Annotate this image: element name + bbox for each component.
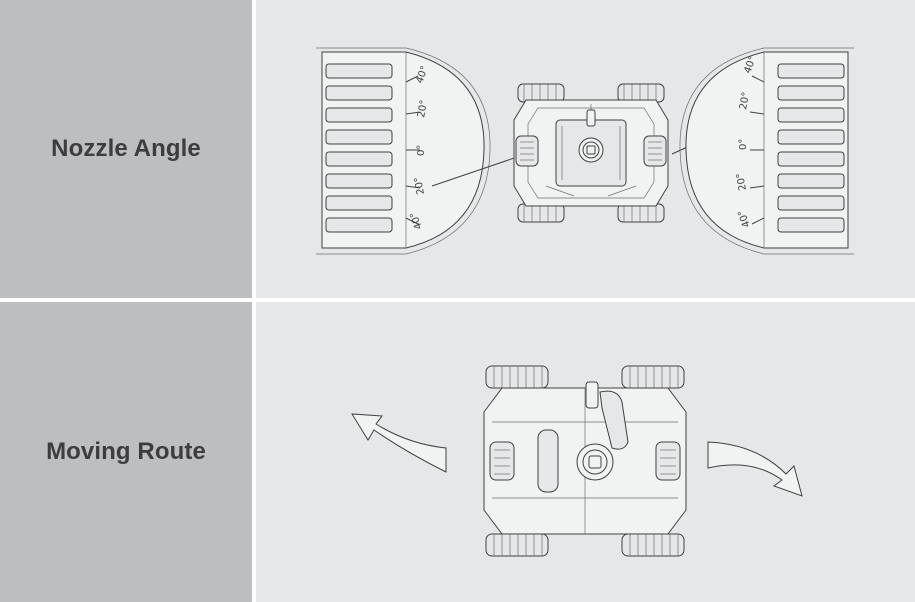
right-scale-center: 0° (738, 139, 749, 150)
left-angle-marks (405, 75, 421, 225)
nozzle-angle-illustration: 40° 20° 0° 20° 40° (256, 0, 915, 298)
right-grill-bars (777, 63, 845, 233)
left-scale-lower: 20° (413, 176, 427, 195)
right-scale-upper: 20° (738, 91, 752, 110)
right-scale-lower: 20° (735, 172, 749, 191)
right-angle-marks (749, 75, 765, 225)
moving-route-label-cell: Moving Route (0, 302, 252, 602)
moving-route-illustration (256, 302, 915, 602)
left-scale-center: 0° (416, 145, 427, 156)
left-scale-upper: 20° (416, 99, 430, 118)
right-nozzle-zoom: 40° 20° 0° 20° 40° (679, 47, 854, 255)
nozzle-angle-label: Nozzle Angle (51, 135, 201, 162)
curved-arrow-right-icon (707, 441, 803, 497)
left-nozzle-zoom: 40° 20° 0° 20° 40° (316, 47, 491, 255)
moving-route-label: Moving Route (46, 438, 206, 465)
nozzle-angle-diagram: 40° 20° 0° 20° 40° (316, 47, 854, 255)
moving-route-row: Moving Route (0, 302, 915, 602)
nozzle-angle-row: Nozzle Angle (0, 0, 915, 298)
moving-route-diagram (351, 365, 803, 557)
robot-top-view-icon (513, 83, 669, 223)
left-grill-bars (325, 63, 393, 233)
robot-route-view-icon (483, 365, 687, 557)
curved-arrow-left-icon (351, 413, 447, 473)
left-callout-line (431, 153, 527, 187)
nozzle-angle-label-cell: Nozzle Angle (0, 0, 252, 298)
